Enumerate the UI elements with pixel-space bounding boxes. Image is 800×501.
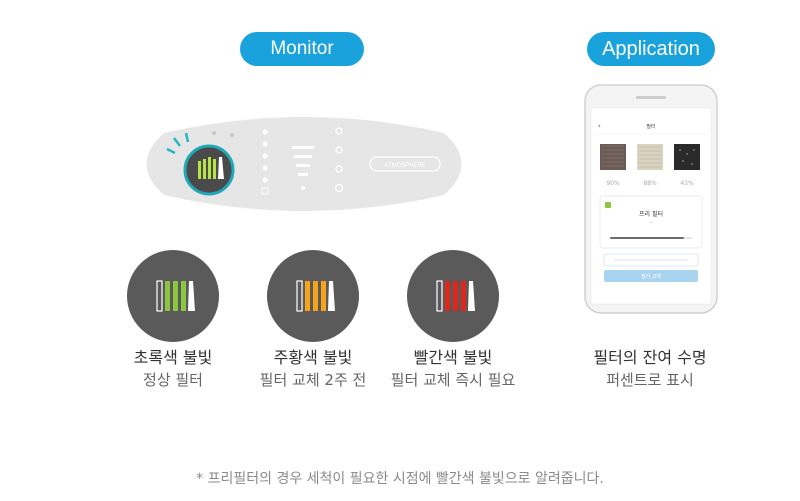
app-caption-title: 필터의 잔여 수명 (593, 348, 707, 367)
card-title: 프리 필터 (639, 210, 663, 218)
mode-icons[interactable] (334, 127, 344, 193)
status-icon (605, 202, 611, 208)
green-indicator-icon (127, 250, 219, 342)
control-panel: ATMOSPHERE (134, 113, 474, 215)
replace-filter-label: 필터 교체 (641, 273, 661, 280)
green-caption: 초록색 불빛 정상 필터 (83, 347, 263, 391)
filter-percent-3: 43% (680, 180, 694, 187)
svg-text:ATMOSPHERE: ATMOSPHERE (384, 163, 426, 169)
orange-caption: 주황색 불빛 필터 교체 2주 전 (223, 347, 403, 391)
back-icon[interactable]: ‹ (598, 122, 601, 130)
red-indicator-icon (407, 250, 499, 342)
life-bar (610, 237, 684, 239)
filter-card[interactable] (599, 195, 703, 249)
monitor-label: Monitor (240, 32, 364, 66)
app-caption-subtitle: 퍼센트로 표시 (606, 371, 694, 389)
orange-indicator-icon (267, 250, 359, 342)
filter-image-3 (674, 144, 700, 170)
red-caption: 빨간색 불빛 필터 교체 즉시 필요 (353, 347, 553, 391)
filter-image-1 (600, 144, 626, 170)
level-bars (292, 146, 314, 190)
brand-badge: ATMOSPHERE (369, 156, 441, 172)
replace-filter-button[interactable] (604, 270, 698, 282)
application-label: Application (587, 32, 715, 66)
filter-percent-1: 90% (606, 180, 620, 187)
card-status: ~ (649, 220, 652, 225)
phone-mockup: ‹ 필터 90% 88% 43% 프리 필터 ~ 필터 교체 (584, 84, 718, 314)
small-control-icons[interactable] (212, 131, 234, 137)
app-caption: 필터의 잔여 수명 퍼센트로 표시 (560, 347, 740, 391)
filter-image-2 (637, 144, 663, 170)
phone-header: 필터 (646, 123, 655, 130)
orange-subtitle: 필터 교체 2주 전 (259, 371, 367, 389)
filter-indicator-icon[interactable] (166, 132, 235, 196)
red-title: 빨간색 불빛 (413, 348, 493, 367)
footnote: * 프리필터의 경우 세척이 필요한 시점에 빨간색 불빛으로 알려줍니다. (196, 471, 604, 487)
green-subtitle: 정상 필터 (143, 371, 203, 389)
filter-percent-2: 88% (643, 180, 657, 187)
fan-speed-dots (261, 129, 269, 195)
green-title: 초록색 불빛 (133, 348, 213, 367)
orange-title: 주황색 불빛 (273, 348, 353, 367)
red-subtitle: 필터 교체 즉시 필요 (390, 371, 516, 389)
